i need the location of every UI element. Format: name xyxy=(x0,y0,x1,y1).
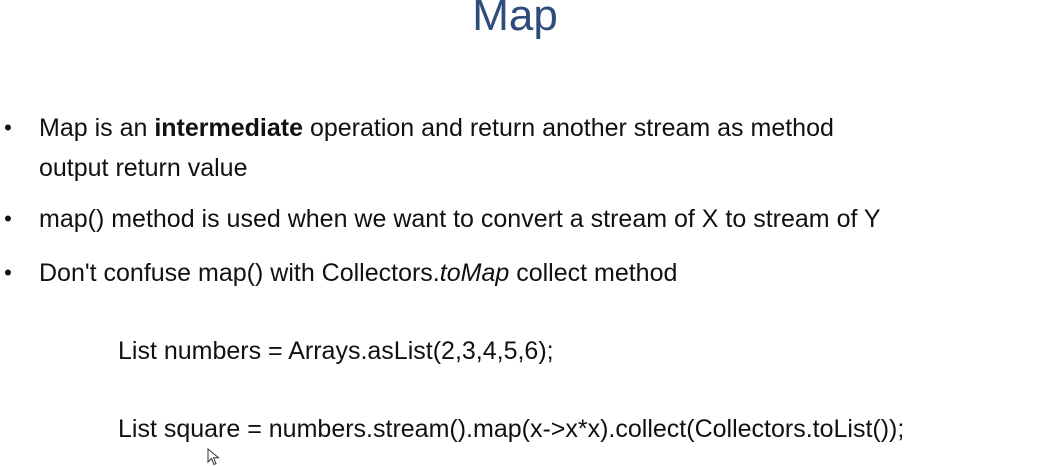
bullet-text: map() method is used when we want to con… xyxy=(39,205,881,233)
bullet-text-line2: output return value xyxy=(39,154,248,182)
bullet-text-part: Map is an xyxy=(39,114,155,142)
code-line-square: List square = numbers.stream().map(x->x*… xyxy=(118,415,905,443)
bullet-text-italic: toMap xyxy=(439,259,510,287)
bullet-text-bold: intermediate xyxy=(154,114,304,142)
bullet-marker: • xyxy=(4,115,12,140)
bullet-text: Don't confuse map() with Collectors.toMa… xyxy=(39,253,677,293)
mouse-pointer-icon xyxy=(207,448,220,466)
bullet-marker: • xyxy=(4,206,12,231)
bullet-text-part: collect method xyxy=(509,259,678,287)
bullet-marker: • xyxy=(4,260,12,285)
code-line-numbers: List numbers = Arrays.asList(2,3,4,5,6); xyxy=(118,337,554,365)
bullet-text-part: operation and return another stream as m… xyxy=(303,114,834,142)
bullet-text: Map is an intermediate operation and ret… xyxy=(39,108,834,188)
slide-title: Map xyxy=(472,0,558,40)
bullet-text-part: Don't confuse map() with Collectors. xyxy=(39,259,440,287)
